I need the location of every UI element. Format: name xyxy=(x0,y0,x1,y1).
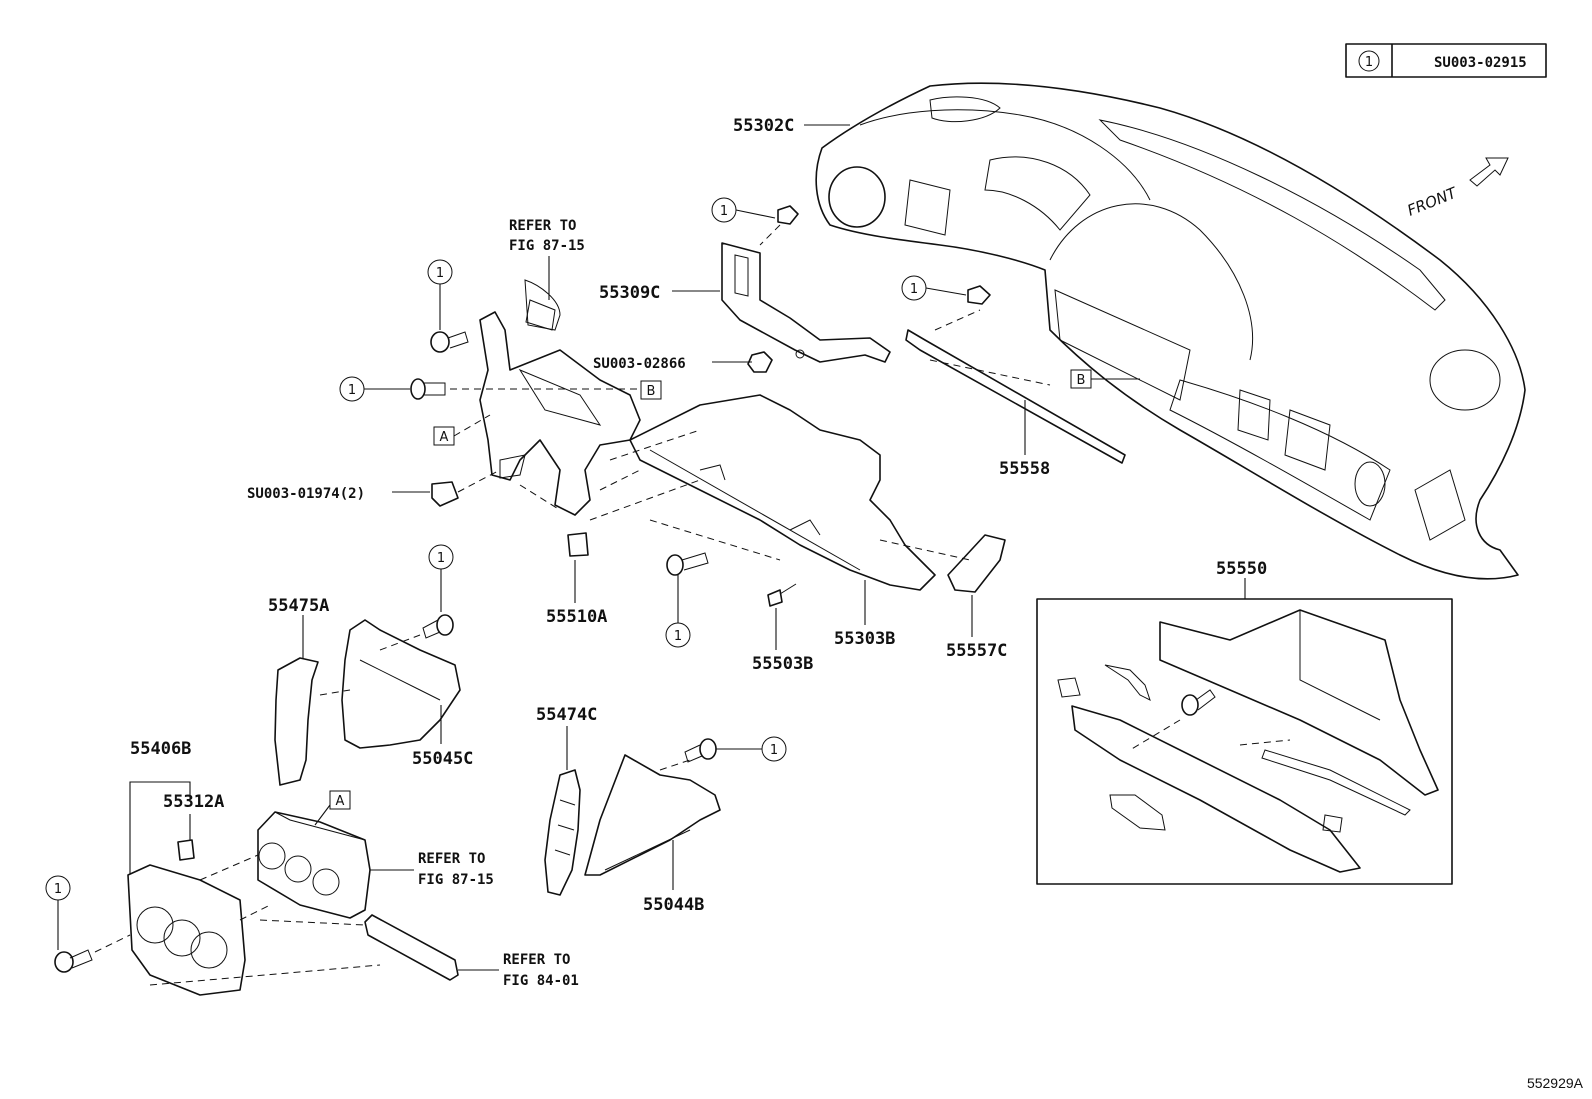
box-b-right: B xyxy=(1070,369,1140,389)
label-55503B: 55503B xyxy=(752,654,813,674)
refer-heater-line2: FIG 87-15 xyxy=(418,872,494,888)
brace-drawing xyxy=(721,242,891,363)
svg-text:1: 1 xyxy=(674,629,682,644)
svg-text:1: 1 xyxy=(348,383,356,398)
label-SU003-01974: SU003-01974(2) xyxy=(247,486,365,502)
bolt-brace: 1 xyxy=(711,197,799,246)
svg-text:1: 1 xyxy=(437,551,445,566)
finish-panel-drawing xyxy=(274,657,319,786)
figure-number: 552929A xyxy=(1527,1075,1584,1091)
label-55303B: 55303B xyxy=(834,629,895,649)
clip-drawing xyxy=(431,481,459,507)
cover-c-drawing xyxy=(947,534,1006,593)
label-55510A: 55510A xyxy=(546,607,607,627)
svg-text:1: 1 xyxy=(770,743,778,758)
label-55557C: 55557C xyxy=(946,641,1007,661)
refer-switch-line1: REFER TO xyxy=(503,952,570,968)
label-SU003-02866: SU003-02866 xyxy=(593,356,686,372)
svg-text:1: 1 xyxy=(436,266,444,281)
box-a-lower: A xyxy=(314,790,351,826)
circle-mark: 1 xyxy=(720,204,728,219)
glove-box-group xyxy=(1036,578,1453,885)
side-cover-drawing xyxy=(544,769,581,896)
switch-bezel-drawing xyxy=(127,854,381,996)
lower-panel-drawing xyxy=(589,394,971,591)
legend-box: 1 SU003-02915 xyxy=(1345,43,1547,78)
left-bracket-drawing xyxy=(479,279,701,516)
bolt-left-upper: 1 xyxy=(427,259,469,353)
circle-mark: 1 xyxy=(910,282,918,297)
front-arrow: FRONT xyxy=(1405,157,1509,220)
label-55475A: 55475A xyxy=(268,596,329,616)
front-label: FRONT xyxy=(1405,183,1461,220)
bolt-left-middle: 1 xyxy=(339,376,640,402)
instrument-panel-drawing xyxy=(815,82,1526,580)
label-55302C: 55302C xyxy=(733,116,794,136)
clip-b-drawing xyxy=(767,589,783,607)
center-cluster-drawing: 1 xyxy=(319,544,461,749)
box-b-left: B xyxy=(640,380,662,400)
label-55044B: 55044B xyxy=(643,895,704,915)
refer-top-line1: REFER TO xyxy=(509,218,576,234)
nut-drawing xyxy=(747,351,773,373)
box-a-upper: A xyxy=(433,414,491,446)
label-55312A: 55312A xyxy=(163,792,224,812)
label-55406B: 55406B xyxy=(130,739,191,759)
support-bar-drawing: 1 xyxy=(901,275,1126,464)
refer-heater-line1: REFER TO xyxy=(418,851,485,867)
clip-a-drawing xyxy=(177,839,195,861)
legend-code: SU003-02915 xyxy=(1434,55,1527,71)
heater-control-drawing xyxy=(257,811,371,919)
refer-top-line2: FIG 87-15 xyxy=(509,238,585,254)
svg-text:1: 1 xyxy=(54,882,62,897)
pad-drawing xyxy=(567,532,589,557)
refer-switch-line2: FIG 84-01 xyxy=(503,973,579,989)
svg-text:B: B xyxy=(647,384,656,399)
label-55309C: 55309C xyxy=(599,283,660,303)
svg-text:A: A xyxy=(336,794,345,809)
label-55474C: 55474C xyxy=(536,705,597,725)
label-55550: 55550 xyxy=(1216,559,1267,579)
bolt-bezel: 1 xyxy=(45,875,131,973)
svg-text:A: A xyxy=(440,430,449,445)
lower-cover-drawing: 1 xyxy=(584,736,787,876)
legend-mark: 1 xyxy=(1365,55,1373,70)
label-55558: 55558 xyxy=(999,459,1050,479)
label-55045C: 55045C xyxy=(412,749,473,769)
svg-text:B: B xyxy=(1077,373,1086,388)
switch-drawing xyxy=(259,914,459,981)
bolt-center: 1 xyxy=(665,552,709,648)
